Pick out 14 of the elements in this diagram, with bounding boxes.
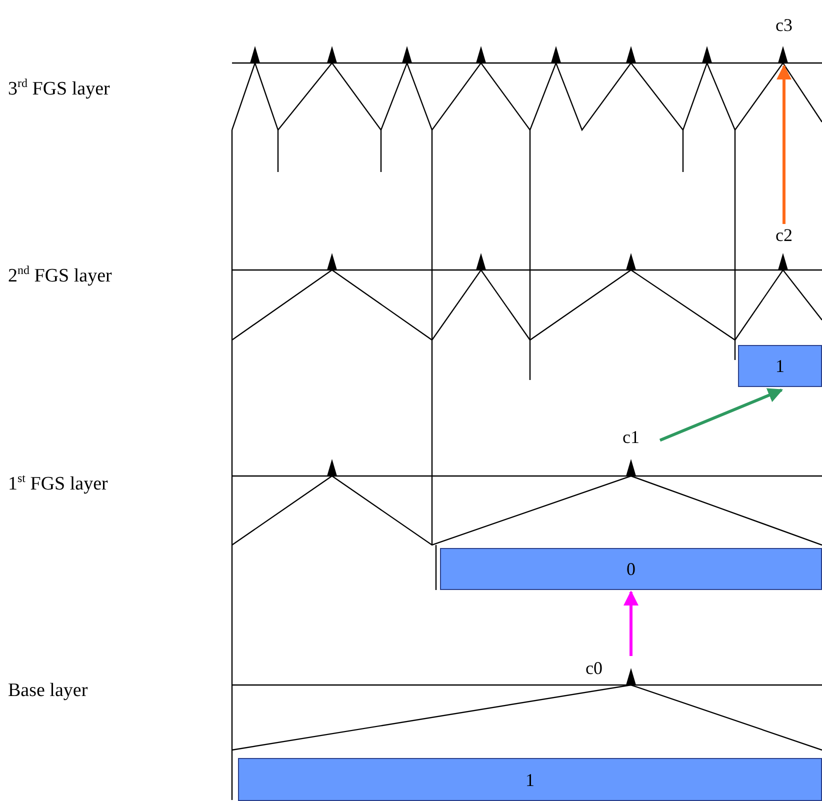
layer-bar: 0	[440, 548, 822, 590]
layer-bar: 1	[238, 758, 822, 801]
arrow	[624, 590, 638, 656]
layer-bar: 1	[738, 345, 822, 387]
arrow	[776, 64, 792, 224]
node-label: c2	[772, 225, 796, 247]
arrow	[659, 388, 784, 442]
layer-name: 1$^{st}$ FGS layer	[8, 471, 108, 496]
layer-name: Base layer	[8, 680, 88, 702]
layer-name: 2$^{nd}$ FGS layer	[8, 263, 112, 288]
node-label: c0	[582, 658, 606, 680]
layer-name: 3$^{rd}$ FGS layer	[8, 76, 110, 100]
node-label: c3	[772, 15, 796, 37]
node-label: c1	[619, 427, 643, 449]
